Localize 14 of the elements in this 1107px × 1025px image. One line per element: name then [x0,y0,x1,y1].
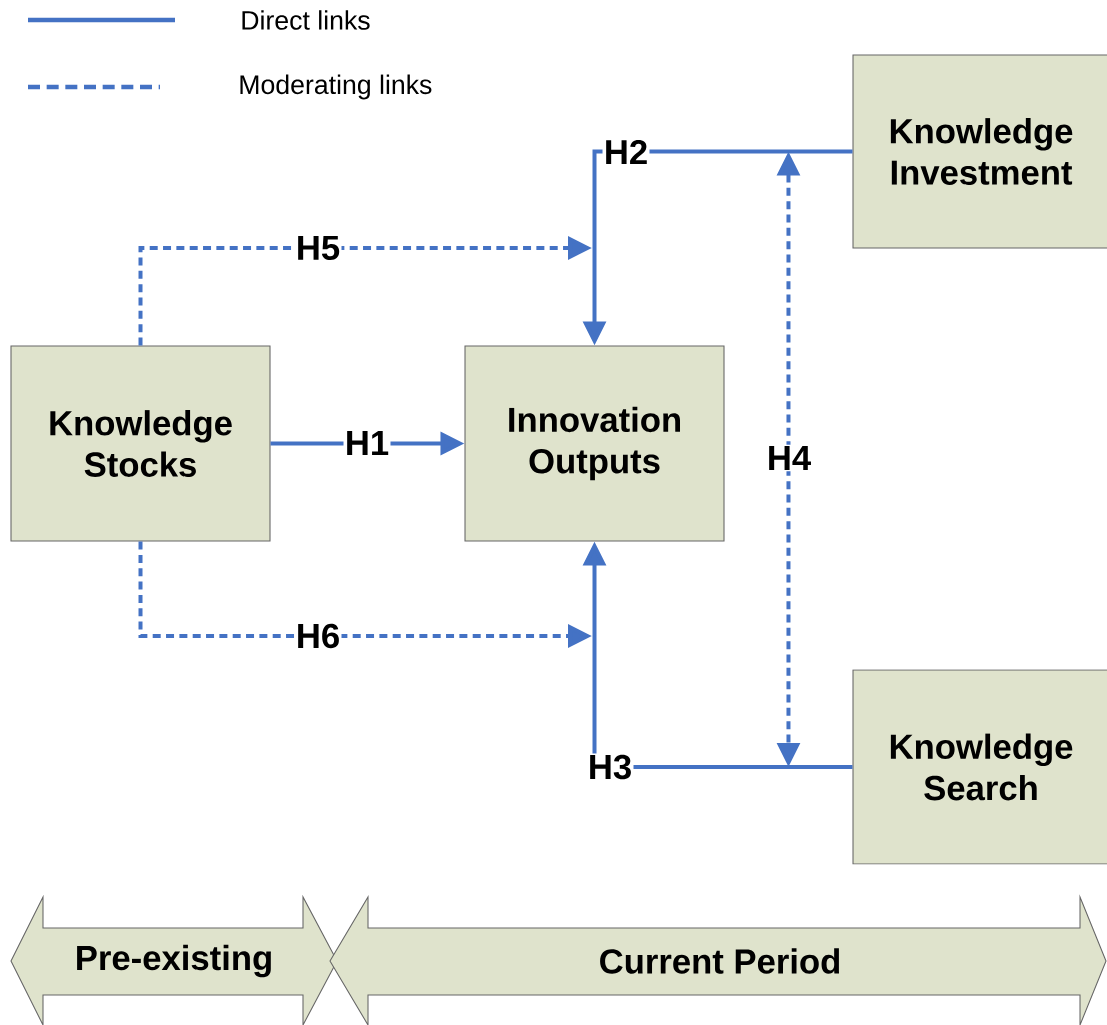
legend-text: Moderating links [240,74,432,100]
edge-label: H2 [602,138,650,166]
timeline-band: Pre-existing [10,894,338,1025]
edge-label: H6 [294,622,342,650]
node-box: Innovation Outputs [464,345,725,542]
edge-label: H1 [343,429,391,457]
edge-label: H3 [586,753,634,781]
timeline-band: Current Period [329,894,1107,1025]
legend-text: Direct links [242,10,370,30]
edge-label: H5 [294,234,342,262]
node-box: Knowledge Investment [852,54,1107,249]
node-box: Knowledge Stocks [10,345,271,542]
edge-label: H4 [765,444,813,472]
node-box: Knowledge Search [852,669,1107,865]
